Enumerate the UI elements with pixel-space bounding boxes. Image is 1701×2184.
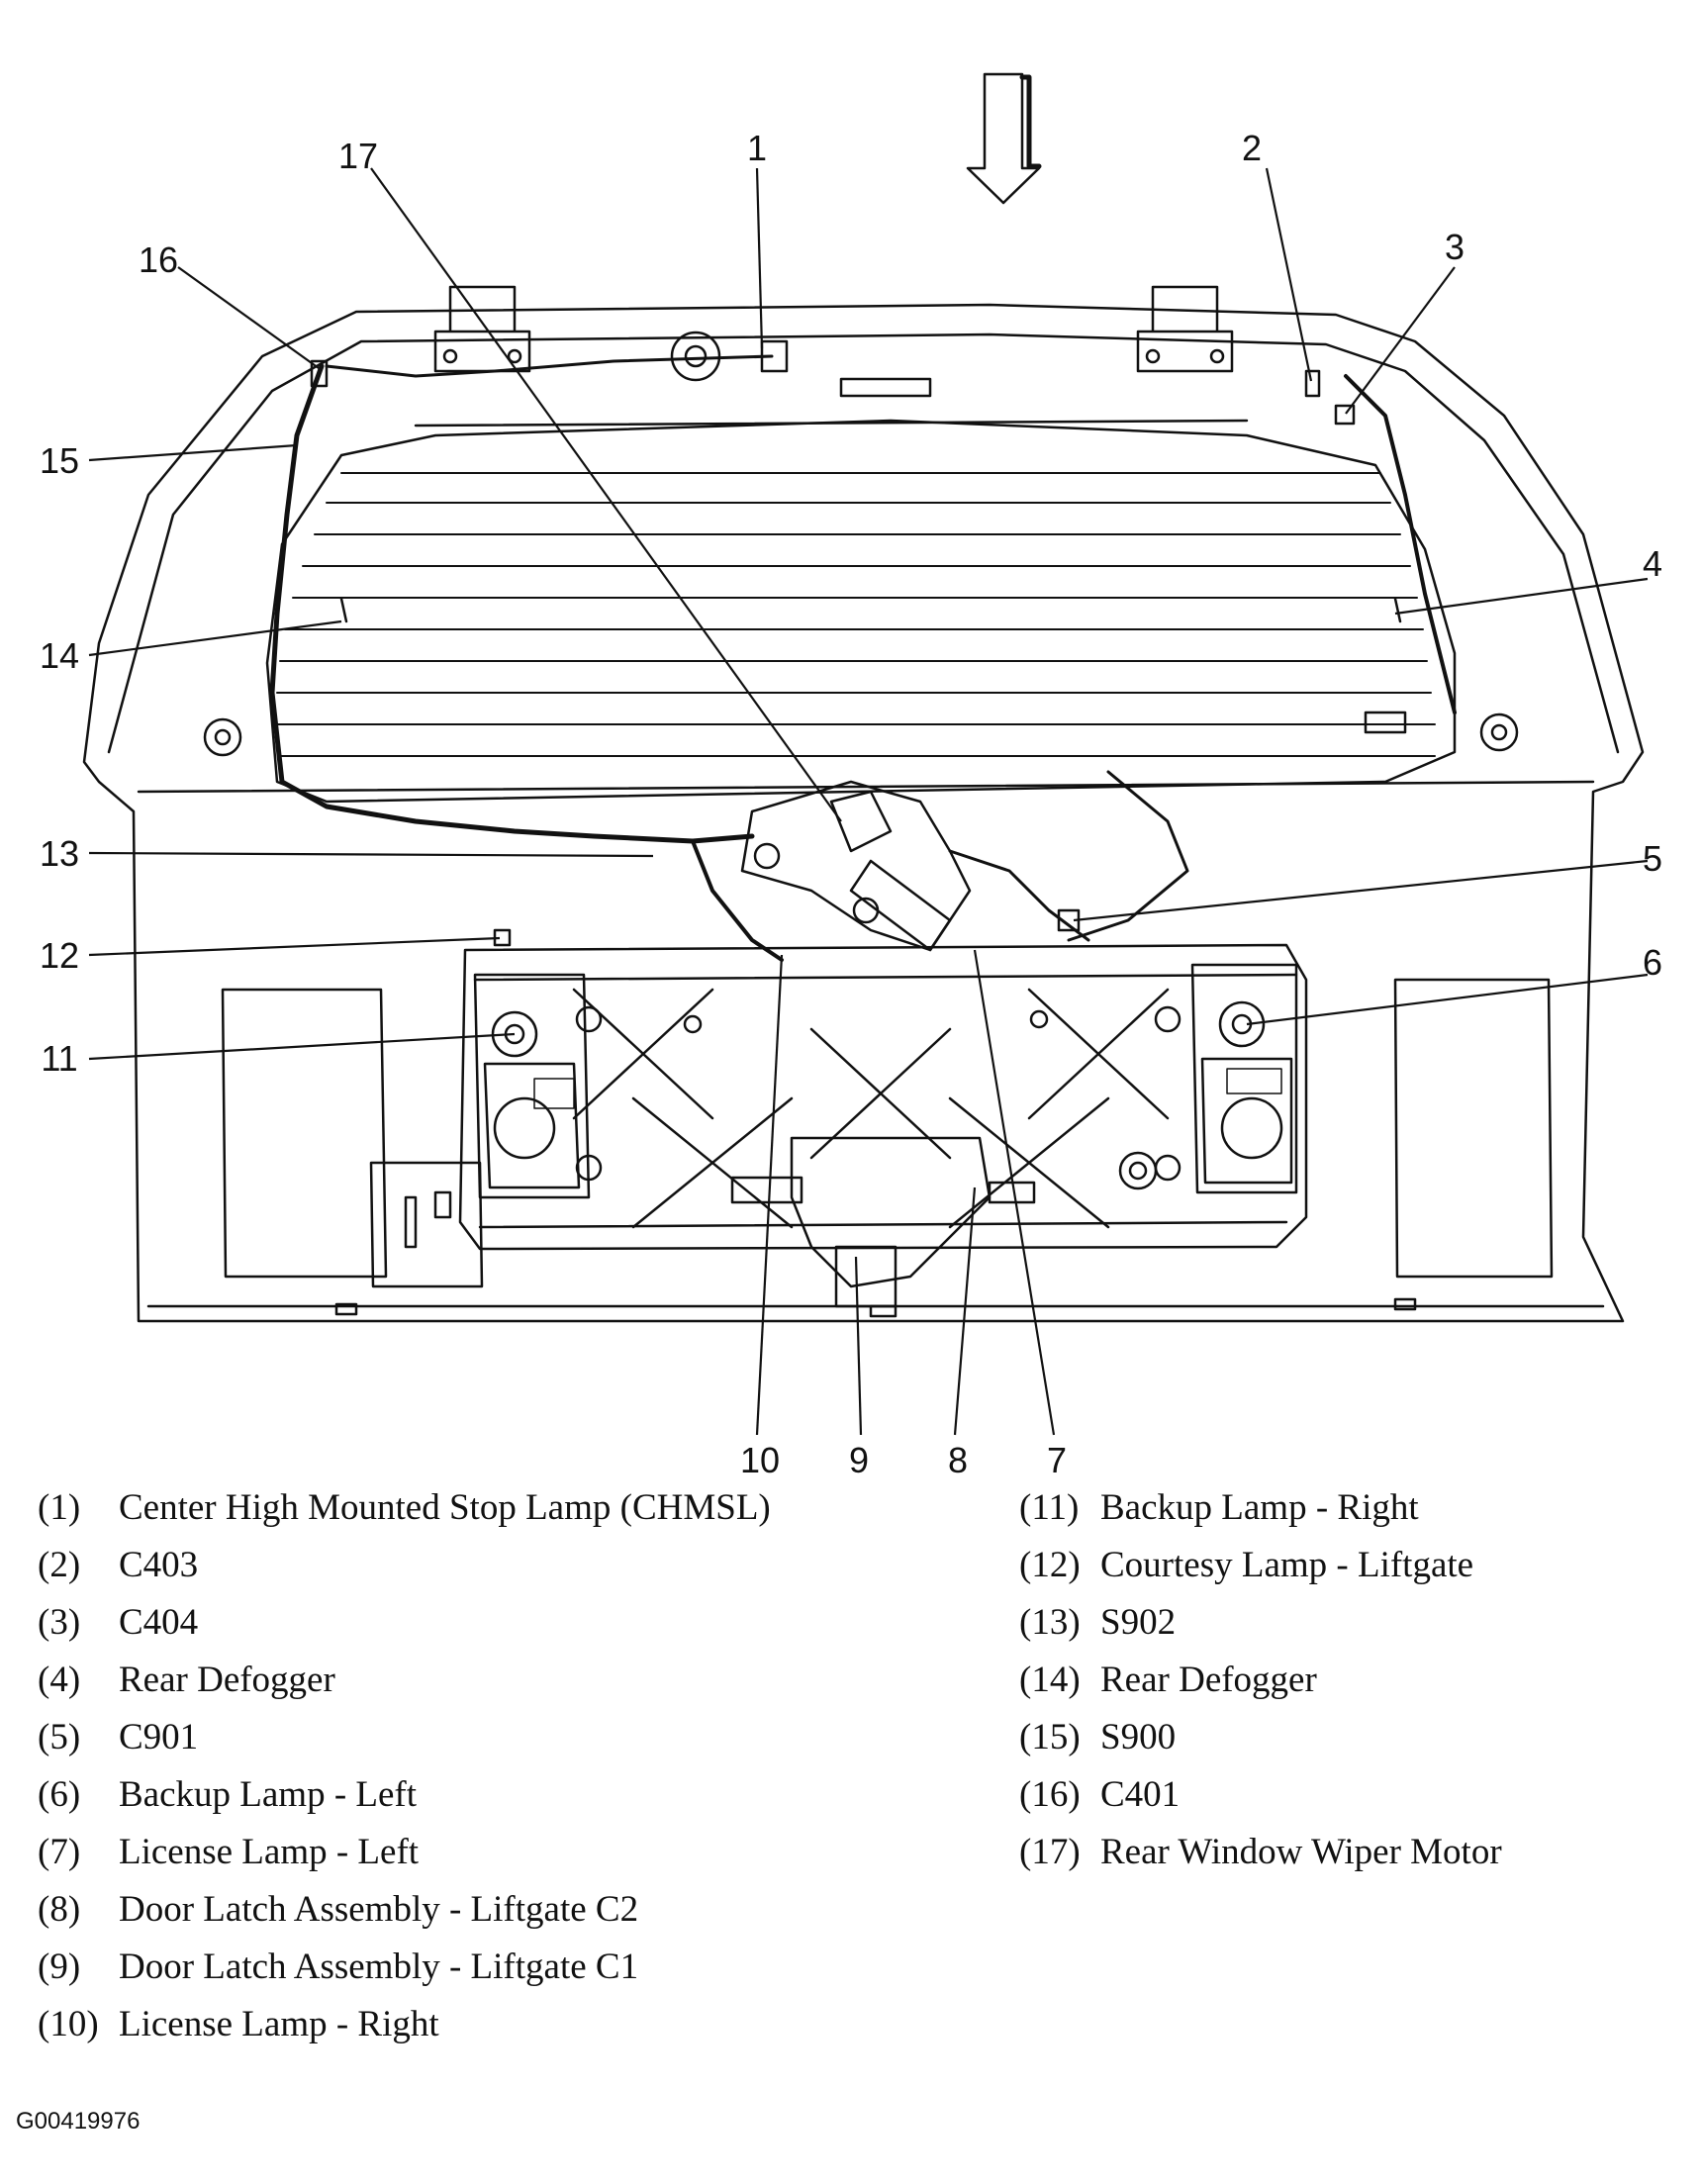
legend-label: S902 <box>1100 1602 1177 1643</box>
callout-4: 4 <box>1643 543 1662 584</box>
legend-number: (14) <box>1019 1660 1081 1700</box>
callout-13: 13 <box>40 833 79 874</box>
legend-number: (8) <box>38 1889 81 1930</box>
legend-label: License Lamp - Right <box>119 2004 439 2044</box>
callout-16: 16 <box>139 239 178 280</box>
legend-label: Rear Defogger <box>119 1660 335 1700</box>
legend-number: (4) <box>38 1660 81 1700</box>
harness-left <box>269 363 755 844</box>
legend-label: Rear Window Wiper Motor <box>1100 1832 1502 1872</box>
callout-6: 6 <box>1643 942 1662 983</box>
callout-11: 11 <box>41 1038 77 1079</box>
legend-item: (4) Rear Defogger <box>38 1652 771 1709</box>
legend-label: Center High Mounted Stop Lamp (CHMSL) <box>119 1487 771 1528</box>
legend-item: (7) License Lamp - Left <box>38 1824 771 1881</box>
callout-9: 9 <box>849 1440 869 1480</box>
legend-number: (15) <box>1019 1717 1081 1757</box>
legend-item: (11) Backup Lamp - Right <box>1019 1479 1502 1537</box>
legend-number: (12) <box>1019 1545 1081 1585</box>
connector-c901 <box>1057 908 1081 932</box>
legend-number: (7) <box>38 1832 81 1872</box>
courtesy-lamp <box>493 928 512 947</box>
legend-label: C403 <box>119 1545 199 1585</box>
legend-item: (9) Door Latch Assembly - Liftgate C1 <box>38 1939 771 1996</box>
wiper-motor <box>740 780 972 952</box>
callout-7: 7 <box>1047 1440 1067 1480</box>
callout-1: 1 <box>747 128 767 168</box>
legend-label: C901 <box>119 1717 199 1757</box>
figure-id: G00419976 <box>16 2108 141 2135</box>
legend-label: Backup Lamp - Left <box>119 1774 418 1815</box>
legend-item: (14) Rear Defogger <box>1019 1652 1502 1709</box>
legend-item: (5) C901 <box>38 1709 771 1766</box>
connector-c401 <box>310 359 329 388</box>
legend-item: (16) C401 <box>1019 1766 1502 1824</box>
callout-2: 2 <box>1242 128 1262 168</box>
legend-item: (8) Door Latch Assembly - Liftgate C2 <box>38 1881 771 1939</box>
legend-number: (13) <box>1019 1602 1081 1643</box>
legend-number: (6) <box>38 1774 81 1815</box>
legend-label: License Lamp - Left <box>119 1832 420 1872</box>
legend-item: (3) C404 <box>38 1594 771 1652</box>
legend-item: (12) Courtesy Lamp - Liftgate <box>1019 1537 1502 1594</box>
callout-5: 5 <box>1643 838 1662 879</box>
legend-number: (1) <box>38 1487 81 1528</box>
right-hinge <box>1136 285 1234 373</box>
legend-label: C401 <box>1100 1774 1181 1815</box>
callout-15: 15 <box>40 440 79 481</box>
legend-label: S900 <box>1100 1717 1177 1757</box>
legend-number: (2) <box>38 1545 81 1585</box>
legend-number: (16) <box>1019 1774 1081 1815</box>
legend-item: (17) Rear Window Wiper Motor <box>1019 1824 1502 1881</box>
legend-number: (5) <box>38 1717 81 1757</box>
legend-item: (15) S900 <box>1019 1709 1502 1766</box>
backup-lamp-left-housing <box>1190 963 1298 1194</box>
liftgate-wiring-diagram: 1 2 3 4 5 6 7 8 9 10 11 12 13 14 15 16 1… <box>40 72 1662 1480</box>
legend-item: (13) S902 <box>1019 1594 1502 1652</box>
legend-label: Rear Defogger <box>1100 1660 1317 1700</box>
legend-item: (2) C403 <box>38 1537 771 1594</box>
harness-right <box>1344 374 1457 714</box>
license-pocket <box>458 943 1308 1251</box>
callout-10: 10 <box>740 1440 780 1480</box>
legend-left-column: (1) Center High Mounted Stop Lamp (CHMSL)… <box>38 1479 771 2053</box>
direction-arrow <box>966 72 1041 205</box>
legend-item: (1) Center High Mounted Stop Lamp (CHMSL) <box>38 1479 771 1537</box>
callout-12: 12 <box>40 935 79 976</box>
door-latch-assembly <box>790 1136 992 1288</box>
legend-label: Backup Lamp - Right <box>1100 1487 1419 1528</box>
legend-number: (17) <box>1019 1832 1081 1872</box>
callout-3: 3 <box>1445 227 1465 267</box>
backup-lamp-right-housing <box>473 973 591 1199</box>
connector-c403 <box>1304 369 1321 398</box>
legend-item: (10) License Lamp - Right <box>38 1996 771 2053</box>
legend-number: (11) <box>1019 1487 1080 1528</box>
legend-label: C404 <box>119 1602 199 1643</box>
callout-14: 14 <box>40 635 79 676</box>
legend-number: (10) <box>38 2004 99 2044</box>
rear-window <box>265 419 1457 804</box>
liftgate-outline <box>82 303 1645 1323</box>
callout-17: 17 <box>338 136 378 176</box>
legend-right-column: (11) Backup Lamp - Right (12) Courtesy Lam… <box>1019 1479 1502 1881</box>
left-hinge <box>433 285 531 373</box>
callout-8: 8 <box>948 1440 968 1480</box>
legend-label: Door Latch Assembly - Liftgate C2 <box>119 1889 639 1930</box>
connector-c404 <box>1334 404 1356 426</box>
legend-number: (9) <box>38 1947 81 1987</box>
legend-item: (6) Backup Lamp - Left <box>38 1766 771 1824</box>
legend-label: Door Latch Assembly - Liftgate C1 <box>119 1947 639 1987</box>
legend-number: (3) <box>38 1602 81 1643</box>
legend-label: Courtesy Lamp - Liftgate <box>1100 1545 1474 1585</box>
